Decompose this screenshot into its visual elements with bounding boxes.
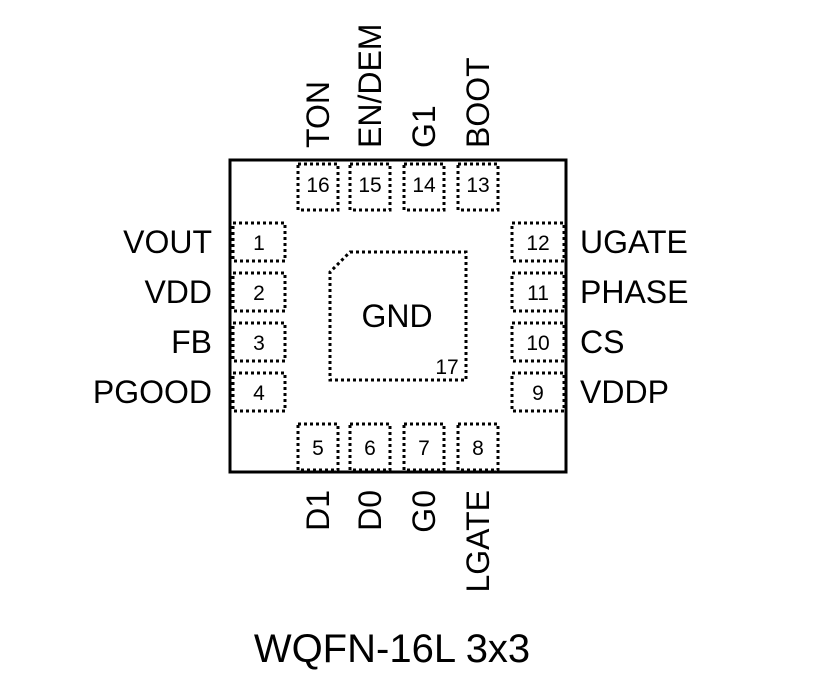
pin-label-11: PHASE	[580, 274, 688, 310]
pin-label-2: VDD	[144, 274, 212, 310]
pins-layer: 1 VOUT 2 VDD 3 FB 4 PGOOD 9 VDDP 10 CS 11 PHASE 12 UGAT…	[93, 24, 689, 593]
package-outline	[228, 158, 568, 474]
pin-number-4: 4	[253, 382, 265, 405]
package-title: WQFN-16L 3x3	[254, 627, 530, 671]
pin-pad-12	[510, 221, 566, 263]
pin-pad-16	[296, 162, 340, 212]
pin-pad-13	[456, 162, 500, 212]
pin-pad-7	[402, 422, 446, 472]
pin-label-4: PGOOD	[93, 374, 212, 410]
pin-label-6: D0	[352, 490, 388, 531]
pin-number-1: 1	[253, 232, 265, 255]
pin-label-7: G0	[406, 490, 442, 533]
exposed-pad-outline	[328, 250, 468, 382]
pin-label-9: VDDP	[580, 374, 669, 410]
pin-number-12: 12	[526, 232, 549, 255]
pin-number-10: 10	[526, 332, 549, 355]
exposed-pad-label: GND	[361, 298, 432, 334]
pin-label-8: LGATE	[460, 490, 496, 593]
pin-number-6: 6	[364, 437, 376, 460]
pin-number-13: 13	[466, 174, 489, 197]
pin-pad-1	[231, 221, 287, 263]
pin-number-3: 3	[253, 332, 265, 355]
pin-number-16: 16	[306, 174, 329, 197]
pin-label-10: CS	[580, 324, 624, 360]
pin-label-15: EN/DEM	[352, 24, 388, 148]
pin-label-14: G1	[406, 105, 442, 148]
pin-pad-5	[296, 422, 340, 472]
pin-number-2: 2	[253, 282, 265, 305]
pin-pad-10	[510, 321, 566, 363]
pin-number-11: 11	[527, 282, 549, 305]
pin-pad-6	[348, 422, 392, 472]
pin-label-5: D1	[300, 490, 336, 531]
pin-number-8: 8	[472, 437, 484, 460]
pin-label-3: FB	[171, 324, 212, 360]
exposed-pad-number: 17	[435, 356, 458, 379]
pin-number-5: 5	[312, 437, 324, 460]
pin-pad-15	[348, 162, 392, 212]
pin-number-14: 14	[412, 174, 436, 197]
pin-pad-11	[510, 271, 566, 313]
pin-pad-8	[456, 422, 500, 472]
pin-number-7: 7	[418, 437, 430, 460]
pin-label-12: UGATE	[580, 224, 688, 260]
pin-pad-4	[231, 371, 287, 413]
pin-number-15: 15	[358, 174, 381, 197]
pin-number-9: 9	[532, 382, 544, 405]
pin-pad-3	[231, 321, 287, 363]
pin-pad-2	[231, 271, 287, 313]
pin-label-16: TON	[300, 81, 336, 148]
pin-label-1: VOUT	[123, 224, 212, 260]
pin-pad-9	[510, 371, 566, 413]
pin-label-13: BOOT	[460, 57, 496, 148]
pin-pad-14	[402, 162, 446, 212]
